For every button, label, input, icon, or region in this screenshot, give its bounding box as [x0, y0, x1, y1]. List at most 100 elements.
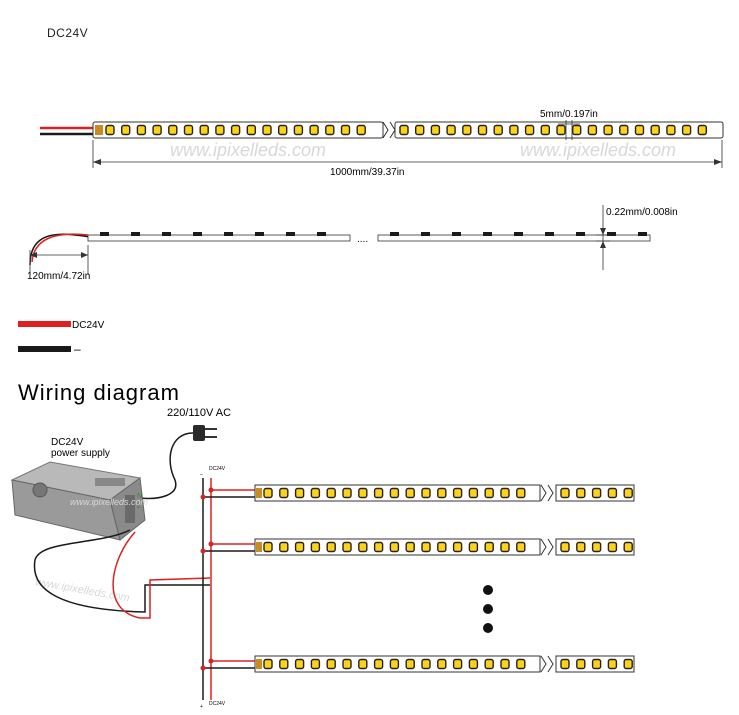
led-chip	[294, 487, 305, 499]
wire-legend	[18, 321, 71, 352]
bus-minus-top: –	[200, 472, 203, 478]
profile-chip	[483, 232, 492, 236]
led-chip	[462, 124, 472, 136]
svg-text:www.ipixelleds.com: www.ipixelleds.com	[170, 140, 326, 160]
profile-chip	[317, 232, 326, 236]
profile-chip	[193, 232, 202, 236]
led-chip	[484, 541, 494, 553]
led-chip	[340, 124, 351, 136]
profile-chip	[100, 232, 109, 236]
thickness-label: 0.22mm/0.008in	[606, 207, 678, 218]
led-chip	[294, 541, 305, 553]
strip-led-group	[263, 658, 633, 670]
break-mark	[382, 121, 389, 139]
led-chip	[342, 541, 352, 553]
led-chip	[452, 658, 463, 670]
led-chip	[607, 487, 618, 499]
profile-chip	[390, 232, 399, 236]
led-chip	[389, 487, 400, 499]
led-chip	[246, 124, 257, 136]
led-strip-top-segment-1	[92, 121, 384, 139]
led-chip	[293, 124, 304, 136]
led-chip	[493, 124, 503, 136]
led-chip	[468, 487, 479, 499]
bus-junction	[200, 548, 206, 554]
led-chip	[152, 124, 162, 136]
led-chip	[619, 124, 629, 136]
led-chip	[389, 658, 400, 670]
led-chip	[576, 541, 586, 553]
led-chip	[603, 124, 613, 136]
led-chip	[560, 658, 570, 670]
legend-positive-swatch	[18, 321, 71, 327]
led-chip	[358, 487, 368, 499]
profile-ellipsis: ....	[357, 234, 368, 245]
led-chip	[576, 658, 586, 670]
bus-junction	[208, 658, 214, 664]
led-chip	[576, 487, 586, 499]
led-chip	[230, 124, 241, 136]
led-chip	[309, 124, 319, 136]
led-chip	[591, 541, 602, 553]
pitch-dimension	[558, 120, 580, 140]
led-chip	[405, 487, 415, 499]
led-chip	[310, 487, 321, 499]
led-chip	[405, 541, 415, 553]
led-chip	[623, 541, 633, 553]
led-chip	[446, 124, 456, 136]
led-chip	[105, 124, 115, 136]
psu-label-line2: power supply	[51, 448, 110, 459]
led-chip	[634, 124, 645, 136]
led-chip	[437, 658, 447, 670]
profile-chip	[545, 232, 554, 236]
lead-wires-top	[40, 126, 95, 136]
led-chip	[452, 541, 463, 553]
led-chip	[358, 658, 368, 670]
led-chip	[215, 124, 225, 136]
break-mark	[540, 655, 554, 673]
led-chip	[430, 124, 441, 136]
led-chip	[294, 658, 305, 670]
side-profile	[29, 232, 651, 266]
break-mark	[540, 484, 554, 502]
led-chip	[326, 541, 336, 553]
led-chip	[405, 658, 415, 670]
profile-chip	[607, 232, 616, 236]
profile-chip	[638, 232, 647, 236]
led-chip	[484, 487, 494, 499]
bus-plus-bottom: +	[200, 704, 203, 710]
led-chip	[373, 487, 384, 499]
legend-negative-label: –	[74, 342, 81, 356]
length-label: 1000mm/39.37in	[330, 167, 405, 178]
led-chip	[516, 541, 526, 553]
led-chip	[484, 658, 494, 670]
bus-bottom-label: DC24V	[209, 701, 226, 707]
bus-junction	[208, 541, 214, 547]
terminal-n-label: N	[137, 493, 142, 500]
led-chip	[136, 124, 147, 136]
led-chip	[373, 658, 384, 670]
ac-plug-icon	[139, 425, 217, 500]
wiring-strips	[200, 484, 635, 673]
terminal-l-label: L	[137, 503, 141, 510]
led-chip	[263, 658, 273, 670]
strip-led-group	[263, 541, 633, 553]
led-chip	[326, 658, 336, 670]
led-chip	[452, 487, 463, 499]
led-chip	[325, 124, 335, 136]
led-chip	[263, 541, 273, 553]
led-chip	[310, 658, 321, 670]
led-chip	[509, 124, 519, 136]
profile-chip	[576, 232, 585, 236]
svg-text:www.ipixelleds.com: www.ipixelleds.com	[520, 140, 676, 160]
bus-top-label: DC24V	[209, 466, 226, 472]
legend-negative-swatch	[18, 346, 71, 352]
led-chip	[468, 541, 479, 553]
led-chip	[572, 124, 582, 136]
led-chip	[358, 541, 368, 553]
led-chip	[415, 124, 425, 136]
led-chip	[697, 124, 707, 136]
led-chip	[279, 487, 289, 499]
led-chip	[262, 124, 272, 136]
